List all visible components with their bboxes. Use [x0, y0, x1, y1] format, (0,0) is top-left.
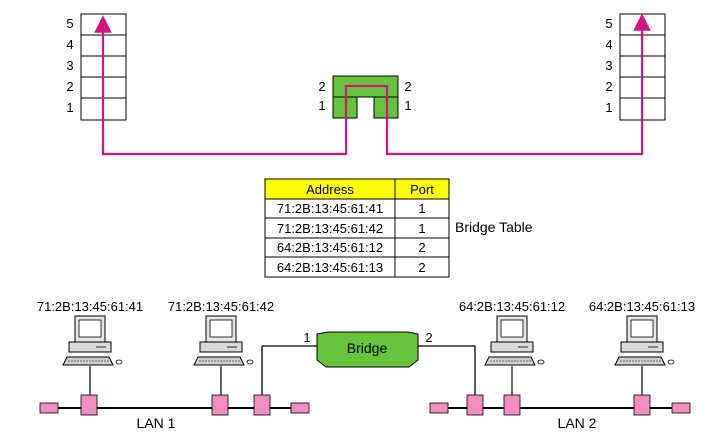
lan-1-segment: LAN 1 — [39, 394, 310, 431]
station-address-label: 71:2B:13:45:61:41 — [37, 299, 143, 314]
layer-label: 4 — [605, 37, 612, 52]
table-cell-address: 71:2B:13:45:61:42 — [277, 221, 383, 236]
computer-icon — [62, 315, 123, 396]
table-caption: Bridge Table — [455, 219, 533, 235]
lan-2-segment: LAN 2 — [429, 394, 691, 431]
bridge-port-label: 1 — [303, 330, 310, 345]
bridge-port-label: 2 — [425, 330, 432, 345]
bridge-table: Address Port 71:2B:13:45:61:41 1 71:2B:1… — [264, 178, 450, 278]
layer-label: 5 — [605, 16, 612, 31]
table-cell-port: 2 — [418, 260, 425, 275]
layer-label: 5 — [66, 16, 73, 31]
left-layer-stack: 5 4 3 2 1 — [66, 13, 127, 121]
table-cell-address: 64:2B:13:45:61:13 — [277, 260, 383, 275]
bridge-label: Bridge — [347, 340, 388, 356]
bridge-layer-label: 2 — [318, 79, 325, 94]
bridge-layer-label: 1 — [404, 98, 411, 113]
computer-icon — [614, 315, 675, 396]
table-header-port: Port — [410, 182, 434, 197]
layer-label: 3 — [605, 58, 612, 73]
table-cell-port: 1 — [418, 221, 425, 236]
station-address-label: 71:2B:13:45:61:42 — [168, 299, 274, 314]
layer-label: 2 — [66, 79, 73, 94]
lan-1-label: LAN 1 — [137, 415, 176, 431]
right-layer-stack: 5 4 3 2 1 — [605, 13, 666, 121]
station-address-label: 64:2B:13:45:61:12 — [459, 299, 565, 314]
table-cell-address: 64:2B:13:45:61:12 — [277, 240, 383, 255]
data-path — [94, 13, 651, 156]
layer-label: 2 — [605, 79, 612, 94]
layer-label: 3 — [66, 58, 73, 73]
station-address-label: 64:2B:13:45:61:13 — [589, 299, 695, 314]
layer-label: 1 — [605, 100, 612, 115]
lan-2-label: LAN 2 — [558, 415, 597, 431]
table-cell-address: 71:2B:13:45:61:41 — [277, 201, 383, 216]
bridge-layer-stack: 2 1 2 1 — [318, 75, 412, 119]
table-header-address: Address — [306, 182, 354, 197]
computer-icon — [193, 315, 254, 396]
layer-label: 4 — [66, 37, 73, 52]
table-cell-port: 2 — [418, 240, 425, 255]
computer-icon — [484, 315, 545, 396]
bridge-device: Bridge 1 2 — [261, 330, 476, 395]
table-cell-port: 1 — [418, 201, 425, 216]
bridge-layer-label: 1 — [318, 98, 325, 113]
layer-label: 1 — [66, 100, 73, 115]
bridge-layer-label: 2 — [404, 79, 411, 94]
